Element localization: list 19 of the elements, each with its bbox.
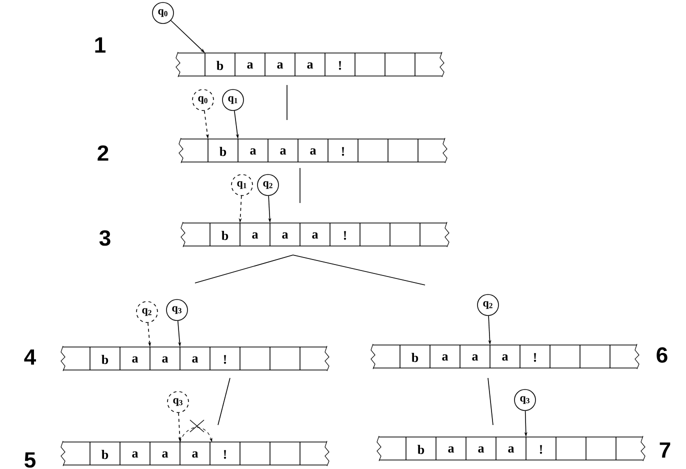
step-number: 6 xyxy=(656,347,668,363)
branch-line xyxy=(194,254,294,284)
tape: b a a a ! xyxy=(176,52,444,78)
branch-line xyxy=(286,84,288,120)
tape: b a a a ! xyxy=(60,346,330,372)
step-number: 1 xyxy=(95,37,106,53)
step-number: 7 xyxy=(660,442,670,458)
branch-line xyxy=(488,378,494,426)
step-number: 3 xyxy=(99,230,110,246)
branch-line xyxy=(218,378,230,426)
tape: b a a a ! xyxy=(376,436,646,462)
tape: b a a a ! xyxy=(178,138,448,164)
tape: b a a a ! xyxy=(370,344,640,370)
step-number: 2 xyxy=(98,145,108,161)
tape: b a a a ! xyxy=(180,222,450,248)
branch-line xyxy=(292,254,426,286)
tape: b a a a ! xyxy=(60,440,330,466)
step-number: 4 xyxy=(24,349,36,365)
step-number: 5 xyxy=(24,452,36,468)
